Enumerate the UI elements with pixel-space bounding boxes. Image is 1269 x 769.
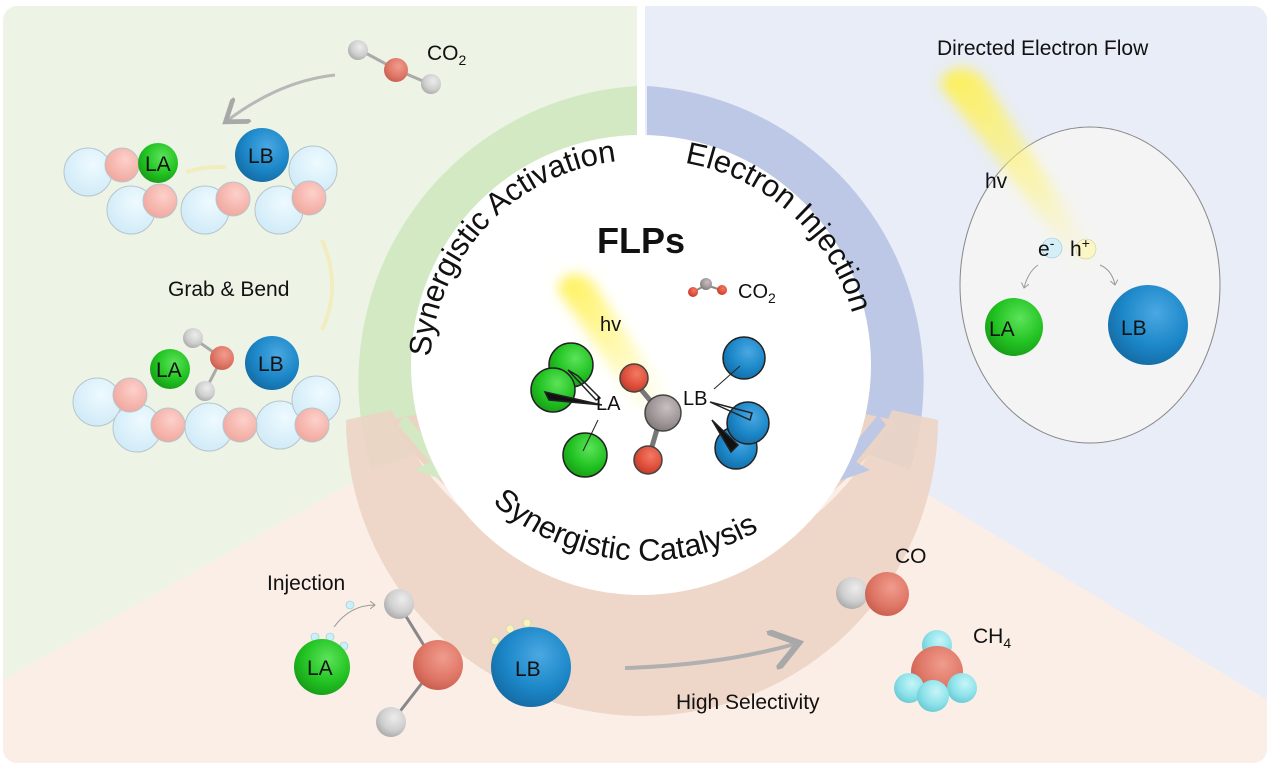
selectivity-label: High Selectivity [676,691,820,714]
surface-after [72,375,341,453]
bent-co2-molecule [619,363,682,475]
activation-lb-atom-bound [245,336,299,390]
product-arrow [624,644,795,670]
co2-molecule-icon [688,278,727,297]
right-hv-label: hv [985,170,1008,193]
lewis-acid-cluster [530,342,608,478]
activation-lb-label-bottom: LB [258,353,284,376]
electron-particle [1041,237,1063,259]
activation-la-label-bottom: LA [156,359,182,382]
activation-la-atom-bound [150,349,190,389]
activation-co2-label: CO2 [427,42,467,68]
product-co-label: CO [895,545,927,568]
center-lb-label: LB [683,388,707,410]
lb-holes [490,618,532,646]
adsorbed-co2-molecule [183,328,234,401]
bottom-la-label: LA [307,657,333,680]
hole-to-lb-arrow [1099,264,1115,285]
right-lb-atom [1108,285,1188,365]
bottom-lb-label: LB [515,658,541,681]
injected-electron [345,600,355,610]
lewis-base-cluster [709,336,770,470]
light-beam-right [940,68,1100,268]
electron-flow-title: Directed Electron Flow [937,37,1149,60]
electron-to-la-arrow [1024,264,1039,288]
la-lb-interaction-arrow [185,164,227,174]
electron-label: e- [1038,235,1055,261]
center-la-label: LA [596,393,621,415]
bottom-la-atom [294,639,350,695]
injection-label: Injection [267,572,345,595]
co-molecule [836,572,909,616]
hole-label: h+ [1070,235,1090,261]
hole-particle [1075,238,1097,260]
right-la-label: LA [989,318,1015,341]
activation-la-atom [138,143,178,183]
activation-lb-atom [235,128,289,182]
right-la-atom [985,298,1043,356]
free-co2-molecule [348,40,441,94]
catalysis-panel: Injection LA LB High Selectivity CO CH4 [267,545,1011,737]
ch4-molecule [894,630,977,712]
electron-flow-panel: Directed Electron Flow hv e- h+ LA LB [937,37,1221,444]
grab-bend-arrow [320,239,335,331]
surface-before [63,145,338,235]
center-hv-label: hv [600,314,621,336]
activation-la-label-top: LA [145,153,171,176]
activation-panel: CO2 LA LB Grab & Bend [63,40,467,453]
co2-approach-arrow [228,73,336,120]
product-ch4-label: CH4 [973,625,1011,651]
center-co2-label: CO2 [738,281,776,306]
right-lb-label: LB [1121,317,1147,340]
injection-arrow [333,605,375,628]
center-title: FLPs [597,220,685,261]
activation-lb-label-top: LB [248,145,274,168]
bottom-lb-atom [491,627,571,707]
reacting-co2-molecule [376,589,463,737]
grab-bend-label: Grab & Bend [168,278,289,301]
center-content: FLPs hv CO2 LA [530,220,776,478]
